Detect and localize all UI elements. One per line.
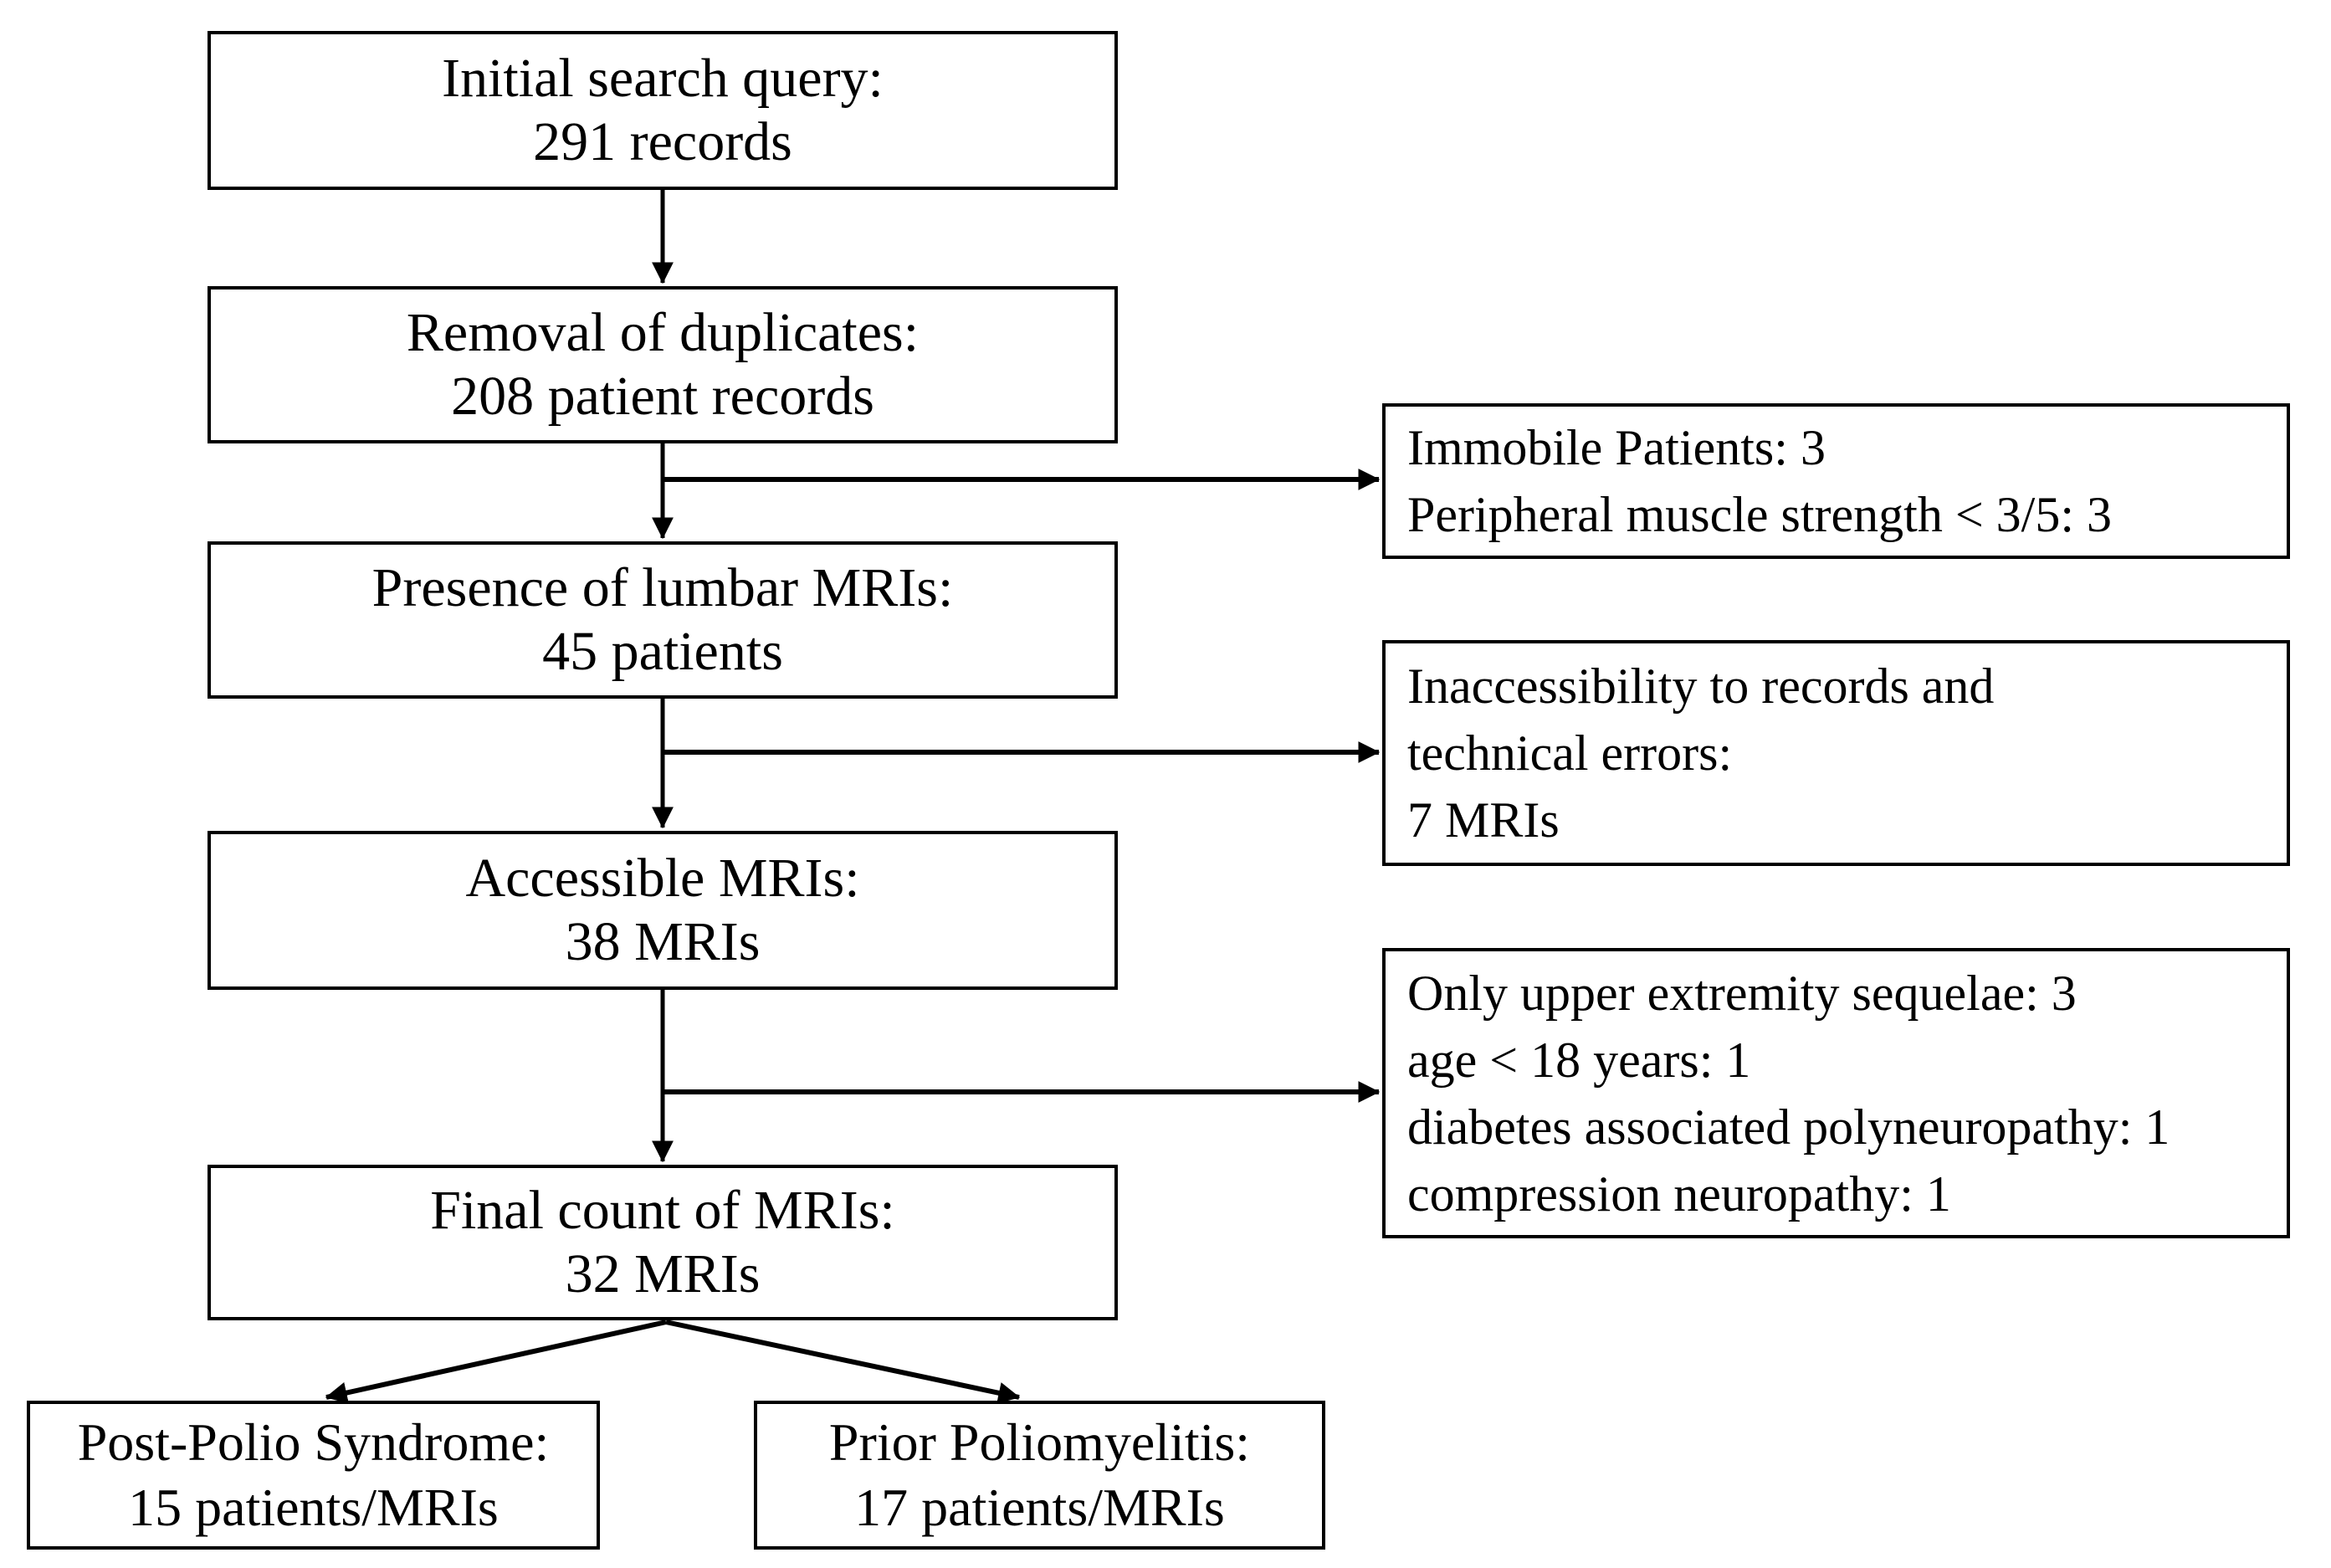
node-accessible-mris: Accessible MRIs: 38 MRIs [207,831,1118,990]
node-removal-duplicates-line2: 208 patient records [451,366,874,427]
node-accessible-mris-line2: 38 MRIs [565,911,761,972]
node-lumbar-mris: Presence of lumbar MRIs: 45 patients [207,541,1118,699]
node-exclusion-immobile-line1: Immobile Patients: 3 [1407,420,1826,475]
node-post-polio-syndrome: Post-Polio Syndrome: 15 patients/MRIs [27,1401,600,1550]
node-exclusion-other: Only upper extremity sequelae: 3 age < 1… [1382,948,2290,1238]
node-accessible-mris-line1: Accessible MRIs: [465,848,860,909]
node-lumbar-mris-line1: Presence of lumbar MRIs: [371,557,954,618]
node-final-count: Final count of MRIs: 32 MRIs [207,1165,1118,1320]
node-lumbar-mris-line2: 45 patients [542,621,783,682]
arrow-final-to-prior-polio [665,1319,1021,1404]
node-prior-polio-line1: Prior Poliomyelitis: [828,1412,1251,1472]
node-final-count-line2: 32 MRIs [565,1243,761,1304]
node-initial-search-line2: 291 records [533,111,792,172]
node-final-count-line1: Final count of MRIs: [430,1180,895,1241]
node-removal-duplicates-line1: Removal of duplicates: [406,302,920,363]
node-exclusion-immobile: Immobile Patients: 3 Peripheral muscle s… [1382,403,2290,559]
node-exclusion-inaccessibility-line1: Inaccessibility to records and [1407,658,1995,714]
node-prior-poliomyelitis: Prior Poliomyelitis: 17 patients/MRIs [754,1401,1325,1550]
node-prior-polio-line2: 17 patients/MRIs [854,1478,1225,1537]
node-post-polio-line2: 15 patients/MRIs [128,1478,499,1537]
node-exclusion-other-line3: diabetes associated polyneuropathy: 1 [1407,1099,2170,1155]
node-exclusion-inaccessibility-line2: technical errors: [1407,725,1733,781]
node-exclusion-other-line2: age < 18 years: 1 [1407,1032,1751,1088]
node-initial-search: Initial search query: 291 records [207,31,1118,190]
node-post-polio-line1: Post-Polio Syndrome: [77,1412,550,1472]
node-exclusion-inaccessibility: Inaccessibility to records and technical… [1382,640,2290,866]
node-exclusion-inaccessibility-line3: 7 MRIs [1407,792,1560,848]
node-removal-duplicates: Removal of duplicates: 208 patient recor… [207,286,1118,443]
node-exclusion-immobile-line2: Peripheral muscle strength < 3/5: 3 [1407,487,2112,542]
arrow-final-to-post-polio [325,1319,667,1404]
node-exclusion-other-line4: compression neuropathy: 1 [1407,1166,1951,1222]
node-initial-search-line1: Initial search query: [442,48,884,109]
node-exclusion-other-line1: Only upper extremity sequelae: 3 [1407,965,2077,1021]
